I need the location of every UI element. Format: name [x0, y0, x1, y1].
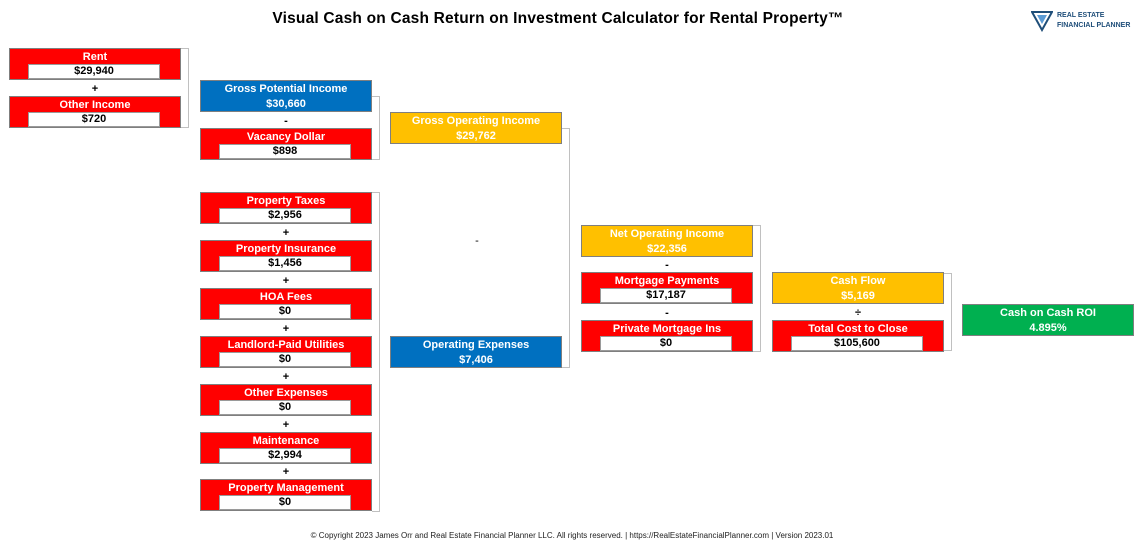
- cash-flow-card: Cash Flow $5,169: [772, 272, 944, 304]
- rent-card: Rent $29,940: [9, 48, 181, 80]
- bracket-income: [181, 48, 189, 128]
- operator-minus: -: [665, 307, 669, 319]
- expense-property-insurance-card: Property Insurance $1,456: [200, 240, 372, 272]
- cash-on-cash-roi-label: Cash on Cash ROI: [1000, 307, 1096, 319]
- operator-plus: +: [91, 83, 99, 95]
- mortgage-payments-card: Mortgage Payments $17,187: [581, 272, 753, 304]
- cash-flow-value: $5,169: [841, 290, 875, 302]
- expense-property-taxes-card: Property Taxes $2,956: [200, 192, 372, 224]
- expense-input[interactable]: $0: [219, 495, 351, 510]
- bracket-gross: [372, 96, 380, 160]
- brand-logo: REAL ESTATE FINANCIAL PLANNER: [1031, 10, 1141, 34]
- operating-expenses-value: $7,406: [459, 354, 493, 366]
- bracket-expenses: [372, 192, 380, 512]
- expense-input[interactable]: $2,956: [219, 208, 351, 223]
- logo-line-2: FINANCIAL PLANNER: [1057, 22, 1131, 29]
- expense-label: Property Insurance: [235, 243, 337, 255]
- expense-label: HOA Fees: [259, 291, 313, 303]
- gross-operating-income-value: $29,762: [456, 130, 496, 142]
- vacancy-dollar-input[interactable]: $898: [219, 144, 351, 159]
- gross-operating-income-label: Gross Operating Income: [411, 115, 541, 127]
- expense-input[interactable]: $0: [219, 352, 351, 367]
- vacancy-dollar-label: Vacancy Dollar: [246, 131, 326, 143]
- page-title: Visual Cash on Cash Return on Investment…: [272, 10, 844, 27]
- expense-maintenance-card: Maintenance $2,994: [200, 432, 372, 464]
- operator-minus: -: [475, 235, 479, 247]
- operator-minus: -: [665, 259, 669, 271]
- bracket-noi-sources: [562, 128, 570, 368]
- net-operating-income-value: $22,356: [647, 243, 687, 255]
- expense-input[interactable]: $2,994: [219, 448, 351, 463]
- operator-plus: +: [282, 275, 290, 287]
- gross-potential-income-label: Gross Potential Income: [224, 83, 348, 95]
- cash-flow-label: Cash Flow: [830, 275, 886, 287]
- cash-on-cash-roi-value: 4.895%: [1029, 322, 1067, 334]
- gross-potential-income-card: Gross Potential Income $30,660: [200, 80, 372, 112]
- operator-minus: -: [284, 115, 288, 127]
- gross-operating-income-card: Gross Operating Income $29,762: [390, 112, 562, 144]
- operating-expenses-label: Operating Expenses: [422, 339, 530, 351]
- expense-input[interactable]: $0: [219, 304, 351, 319]
- expense-label: Landlord-Paid Utilities: [227, 339, 345, 351]
- private-mortgage-insurance-card: Private Mortgage Ins $0: [581, 320, 753, 352]
- other-income-card: Other Income $720: [9, 96, 181, 128]
- expense-label: Other Expenses: [244, 387, 328, 399]
- footer-copyright: © Copyright 2023 James Orr and Real Esta…: [310, 531, 834, 540]
- mortgage-payments-label: Mortgage Payments: [614, 275, 720, 287]
- expense-label: Property Taxes: [246, 195, 326, 207]
- operator-plus: +: [282, 466, 290, 478]
- total-cost-to-close-card: Total Cost to Close $105,600: [772, 320, 944, 352]
- operator-plus: +: [282, 227, 290, 239]
- private-mortgage-insurance-label: Private Mortgage Ins: [612, 323, 722, 335]
- operator-divide: ÷: [854, 307, 862, 319]
- operating-expenses-card: Operating Expenses $7,406: [390, 336, 562, 368]
- gross-potential-income-value: $30,660: [266, 98, 306, 110]
- operator-plus: +: [282, 323, 290, 335]
- other-income-input[interactable]: $720: [28, 112, 160, 127]
- vacancy-dollar-card: Vacancy Dollar $898: [200, 128, 372, 160]
- rent-label: Rent: [82, 51, 108, 63]
- total-cost-to-close-input[interactable]: $105,600: [791, 336, 923, 351]
- private-mortgage-insurance-input[interactable]: $0: [600, 336, 732, 351]
- expense-hoa-fees-card: HOA Fees $0: [200, 288, 372, 320]
- logo-line-1: REAL ESTATE: [1057, 12, 1105, 19]
- expense-input[interactable]: $0: [219, 400, 351, 415]
- operator-plus: +: [282, 419, 290, 431]
- logo-icon: [1031, 11, 1053, 32]
- other-income-label: Other Income: [59, 99, 131, 111]
- expense-property-management-card: Property Management $0: [200, 479, 372, 511]
- mortgage-payments-input[interactable]: $17,187: [600, 288, 732, 303]
- expense-utilities-card: Landlord-Paid Utilities $0: [200, 336, 372, 368]
- expense-label: Property Management: [228, 482, 344, 494]
- expense-input[interactable]: $1,456: [219, 256, 351, 271]
- cash-on-cash-roi-card: Cash on Cash ROI 4.895%: [962, 304, 1134, 336]
- net-operating-income-label: Net Operating Income: [609, 228, 725, 240]
- bracket-cashflow: [944, 273, 952, 351]
- bracket-noi: [753, 225, 761, 352]
- expense-label: Maintenance: [252, 435, 320, 447]
- rent-input[interactable]: $29,940: [28, 64, 160, 79]
- net-operating-income-card: Net Operating Income $22,356: [581, 225, 753, 257]
- total-cost-to-close-label: Total Cost to Close: [808, 323, 908, 335]
- operator-plus: +: [282, 371, 290, 383]
- expense-other-expenses-card: Other Expenses $0: [200, 384, 372, 416]
